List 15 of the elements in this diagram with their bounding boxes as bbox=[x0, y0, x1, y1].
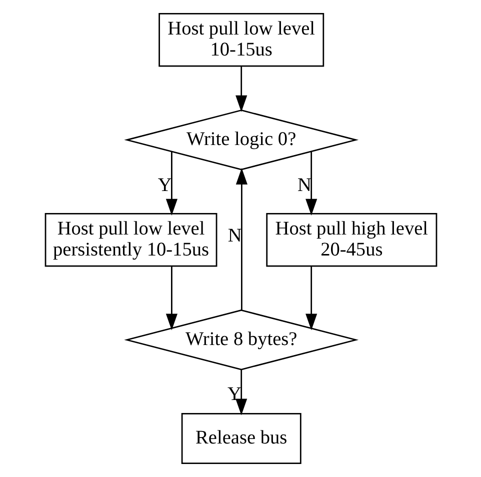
arrow bbox=[165, 266, 177, 330]
node-box: Host pull high level 20-45us bbox=[266, 212, 437, 267]
arrow bbox=[305, 266, 317, 330]
arrow bbox=[305, 152, 317, 216]
node-box: Release bus bbox=[180, 412, 301, 464]
node-box: Host pull low level 10-15us bbox=[158, 13, 324, 67]
edge-label: Y bbox=[157, 175, 172, 196]
arrow bbox=[235, 168, 247, 310]
node-diamond: Write 8 bytes? bbox=[124, 310, 358, 370]
edge-label: N bbox=[227, 226, 242, 247]
node-diamond: Write logic 0? bbox=[124, 110, 358, 170]
node-box: Host pull low level persistently 10-15us bbox=[44, 212, 217, 267]
arrow bbox=[165, 152, 177, 216]
arrow bbox=[235, 66, 247, 112]
arrow bbox=[235, 370, 247, 416]
